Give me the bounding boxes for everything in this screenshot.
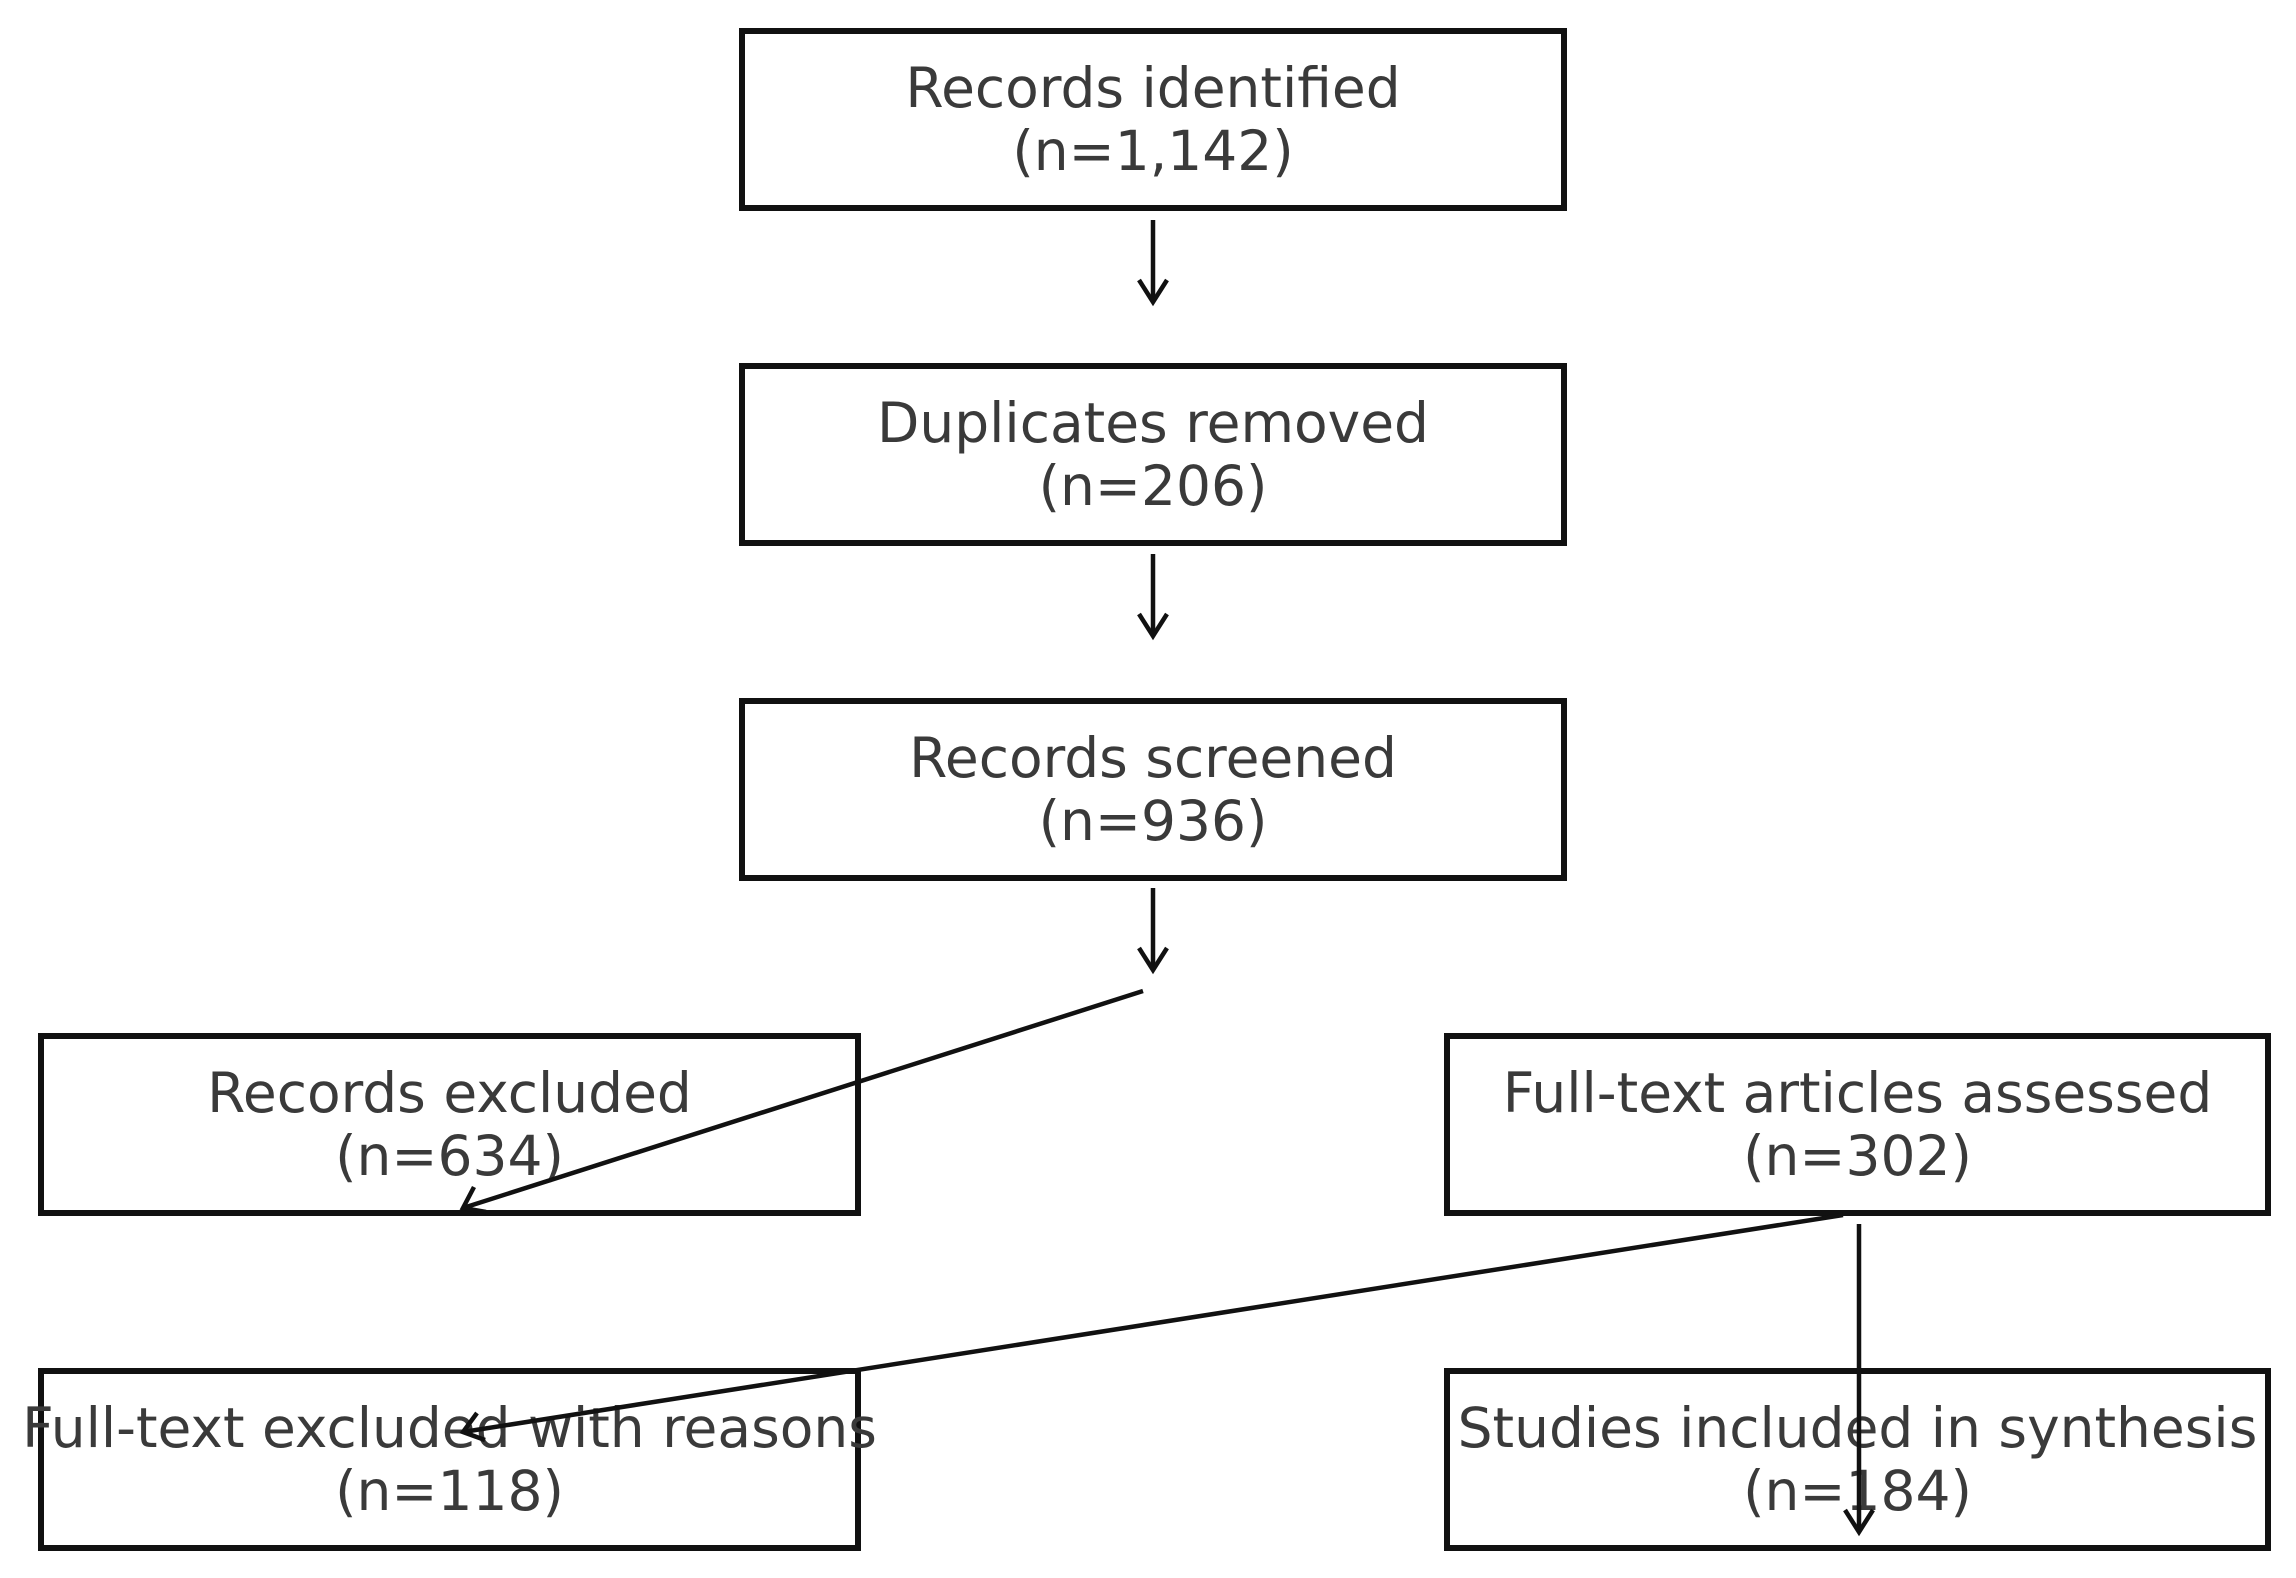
arrow-duplicates-to-screened xyxy=(1137,554,1169,641)
fulltext-assessed-label: Full-text articles assessed xyxy=(1502,1060,2213,1125)
records-identified-count: (n=1,142) xyxy=(1012,118,1294,183)
records-excluded-count: (n=634) xyxy=(335,1123,564,1188)
fulltext-assessed-count: (n=302) xyxy=(1743,1123,1972,1188)
records-excluded-label: Records excluded xyxy=(207,1060,692,1125)
studies-included-label: Studies included in synthesis xyxy=(1457,1395,2258,1460)
records-excluded-box: Records excluded (n=634) xyxy=(38,1033,861,1216)
records-screened-box: Records screened (n=936) xyxy=(739,698,1567,881)
arrow-screened-to-junction xyxy=(1137,888,1169,975)
duplicates-removed-box: Duplicates removed (n=206) xyxy=(739,363,1567,546)
studies-included-count: (n=184) xyxy=(1743,1458,1972,1523)
records-identified-label: Records identified xyxy=(905,55,1401,120)
duplicates-removed-count: (n=206) xyxy=(1038,453,1268,518)
duplicates-removed-label: Duplicates removed xyxy=(877,390,1429,455)
records-identified-box: Records identified (n=1,142) xyxy=(739,28,1567,211)
arrow-identified-to-duplicates xyxy=(1137,220,1169,307)
fulltext-assessed-box: Full-text articles assessed (n=302) xyxy=(1444,1033,2271,1216)
fulltext-excluded-box: Full-text excluded with reasons (n=118) xyxy=(22,1368,877,1551)
fulltext-excluded-count: (n=118) xyxy=(335,1458,564,1523)
records-screened-count: (n=936) xyxy=(1038,788,1268,853)
studies-included-box: Studies included in synthesis (n=184) xyxy=(1444,1368,2271,1551)
fulltext-excluded-label: Full-text excluded with reasons xyxy=(22,1395,877,1460)
records-screened-label: Records screened xyxy=(909,725,1397,790)
